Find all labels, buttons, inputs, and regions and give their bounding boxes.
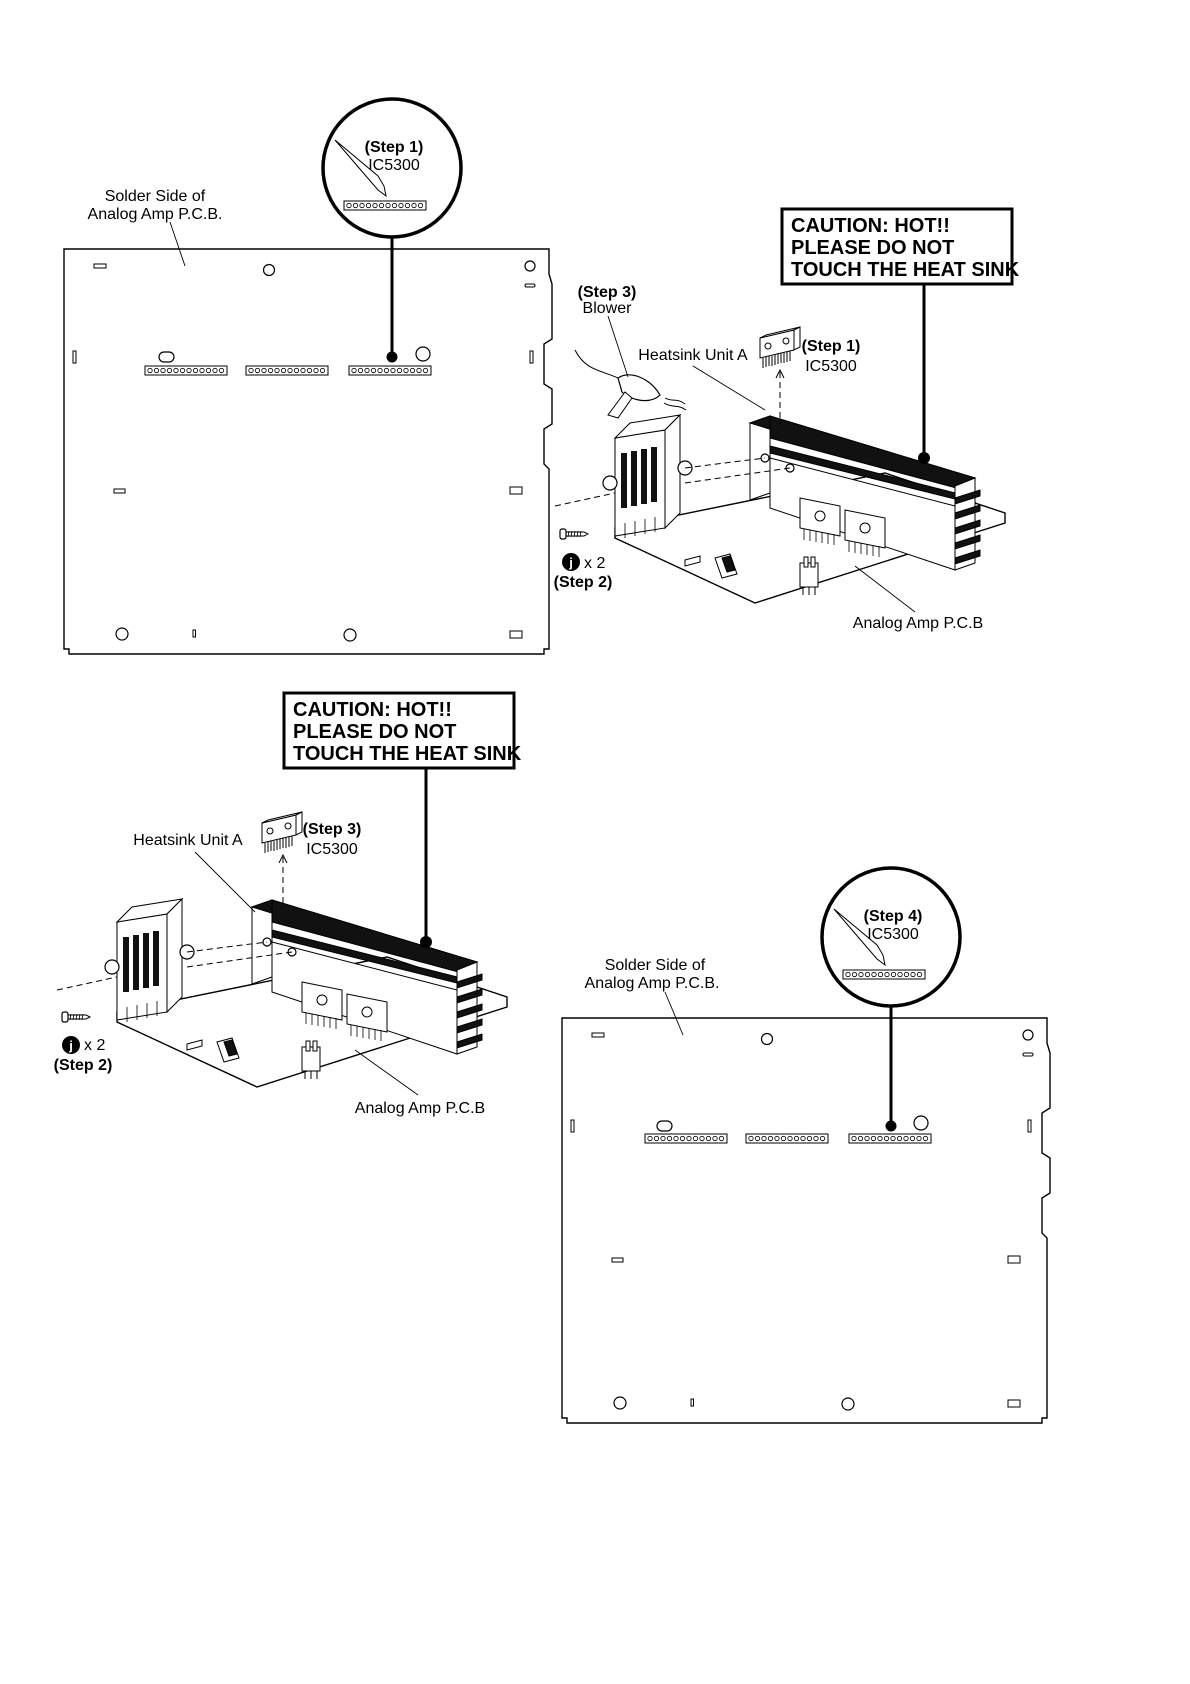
board-label-line2: Analog Amp P.C.B. xyxy=(585,975,720,992)
screw-step: (Step 2) xyxy=(554,574,613,591)
board-label: Analog Amp P.C.B xyxy=(853,615,983,632)
callout-step: (Step 1) xyxy=(365,139,424,156)
screw-step: (Step 2) xyxy=(54,1057,113,1074)
screw-count: x 2 xyxy=(84,1037,105,1054)
ic-step: (Step 1) xyxy=(802,338,861,355)
panel-3: CAUTION: HOT!! PLEASE DO NOT TOUCH THE H… xyxy=(54,691,522,1117)
screw-count: x 2 xyxy=(584,555,605,572)
panel-4: Solder Side of Analog Amp P.C.B. (Step 4… xyxy=(561,866,1051,1424)
callout-dot xyxy=(386,351,398,363)
ic5300-part xyxy=(261,811,303,854)
caution-line2: PLEASE DO NOT xyxy=(791,237,954,259)
ic-part: IC5300 xyxy=(306,841,358,858)
screw-badge-icon xyxy=(62,1036,80,1054)
screw-badge-icon xyxy=(562,553,580,571)
heatsink-assembly xyxy=(56,898,508,1088)
soldering-iron-icon xyxy=(334,139,387,198)
heatsink-assembly xyxy=(554,414,1006,604)
callout-dot xyxy=(885,1120,897,1132)
solder-side-board xyxy=(63,248,553,655)
ic-step: (Step 3) xyxy=(303,821,362,838)
board-label-leader xyxy=(664,991,684,1036)
caution-line2: PLEASE DO NOT xyxy=(293,721,456,743)
callout-step: (Step 4) xyxy=(864,908,923,925)
heatsink-leader xyxy=(692,365,766,411)
board-label-line2: Analog Amp P.C.B. xyxy=(88,206,223,223)
board-label: Analog Amp P.C.B xyxy=(355,1100,485,1117)
screw-icon xyxy=(61,1011,91,1023)
heatsink-label: Heatsink Unit A xyxy=(133,832,243,849)
blower-leader xyxy=(607,315,629,378)
board-label-line1: Solder Side of xyxy=(605,957,706,974)
caution-box xyxy=(780,207,1014,286)
caution-dot xyxy=(420,936,432,948)
blower-icon xyxy=(574,349,687,419)
screw-badge: j xyxy=(568,555,573,570)
heatsink-label: Heatsink Unit A xyxy=(638,347,748,364)
ic5300-part xyxy=(759,326,801,369)
board-label-leader xyxy=(169,221,186,267)
screw-icon xyxy=(559,528,589,540)
ic-part: IC5300 xyxy=(805,358,857,375)
lift-arrow xyxy=(775,368,785,379)
heatsink-leader xyxy=(194,851,256,913)
caution-line1: CAUTION: HOT!! xyxy=(293,699,452,721)
solder-side-board xyxy=(561,1017,1051,1424)
caution-line3: TOUCH THE HEAT SINK xyxy=(791,259,1020,281)
board-leader xyxy=(854,565,916,613)
callout-part: IC5300 xyxy=(368,157,420,174)
lift-arrow xyxy=(278,853,288,864)
caution-box xyxy=(282,691,516,770)
panel-2: CAUTION: HOT!! PLEASE DO NOT TOUCH THE H… xyxy=(554,207,1020,632)
soldering-iron-icon xyxy=(833,908,886,967)
caution-line3: TOUCH THE HEAT SINK xyxy=(293,743,522,765)
caution-line1: CAUTION: HOT!! xyxy=(791,215,950,237)
panel-1: Solder Side of Analog Amp P.C.B. (Step 1… xyxy=(63,97,553,655)
blower-step: (Step 3) xyxy=(578,284,637,301)
board-leader xyxy=(354,1049,419,1096)
board-label-line1: Solder Side of xyxy=(105,188,206,205)
caution-dot xyxy=(918,452,930,464)
callout-part: IC5300 xyxy=(867,926,919,943)
screw-badge: j xyxy=(68,1038,73,1053)
blower-label: Blower xyxy=(583,300,633,317)
